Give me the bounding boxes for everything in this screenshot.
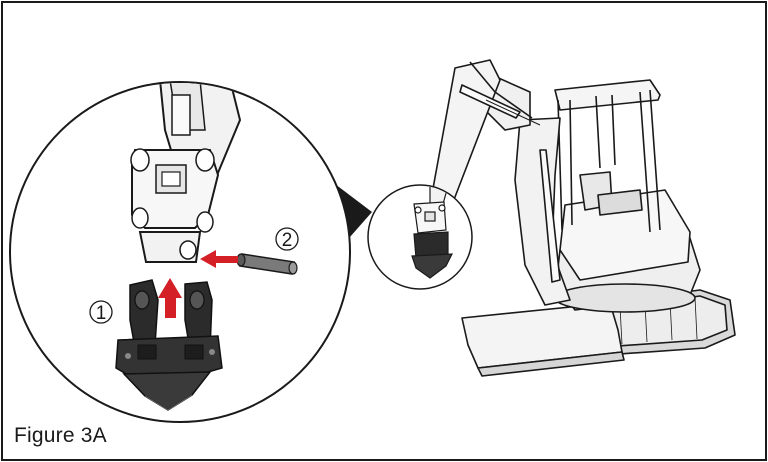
- mini-excavator: [429, 59, 736, 377]
- callout-1-number: 1: [96, 303, 107, 324]
- callout-2: 2: [275, 227, 299, 251]
- callout-2-number: 2: [282, 230, 293, 251]
- attachment-coupler: [115, 279, 223, 411]
- magnified-detail-view: [9, 81, 351, 423]
- pin: [236, 253, 298, 275]
- detail-reference-circle: [367, 184, 473, 290]
- figure-caption: Figure 3A: [14, 424, 107, 447]
- insert-pin-arrow: [200, 250, 238, 268]
- callout-1: 1: [89, 300, 113, 324]
- raise-coupler-arrow: [158, 278, 182, 318]
